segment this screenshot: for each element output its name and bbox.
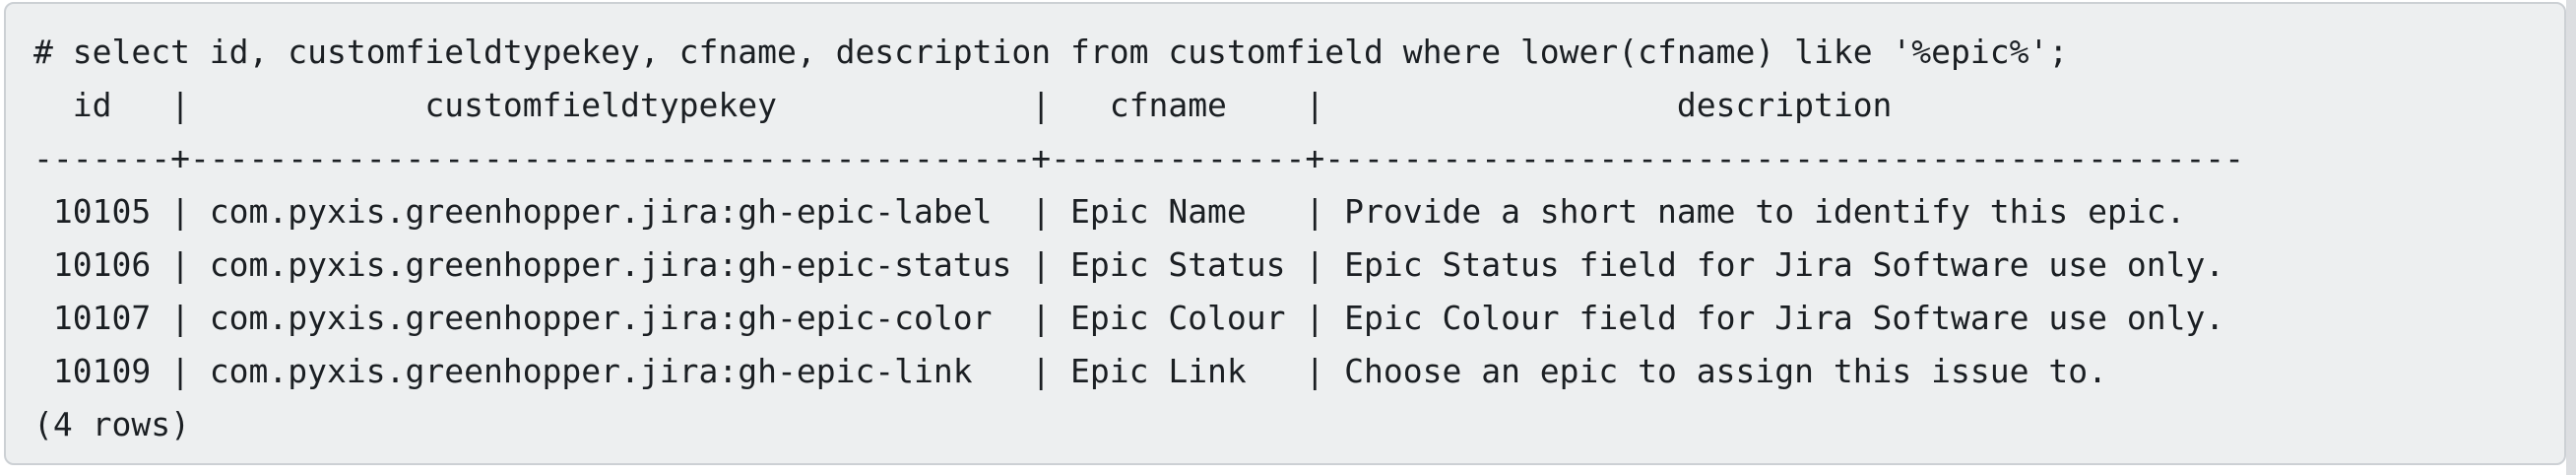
table-row: 10106 | com.pyxis.greenhopper.jira:gh-ep…: [33, 245, 2225, 284]
table-row: 10109 | com.pyxis.greenhopper.jira:gh-ep…: [33, 352, 2107, 390]
sql-query-line: # select id, customfieldtypekey, cfname,…: [33, 33, 2069, 71]
sql-output-code-block: # select id, customfieldtypekey, cfname,…: [4, 2, 2566, 465]
table-row: 10107 | com.pyxis.greenhopper.jira:gh-ep…: [33, 299, 2225, 337]
table-row: 10105 | com.pyxis.greenhopper.jira:gh-ep…: [33, 192, 2186, 231]
scrollbar-track[interactable]: [2566, 0, 2576, 475]
row-count-line: (4 rows): [33, 405, 190, 443]
table-separator-line: -------+--------------------------------…: [33, 139, 2245, 177]
table-header-line: id | customfieldtypekey | cfname | descr…: [33, 86, 1893, 124]
